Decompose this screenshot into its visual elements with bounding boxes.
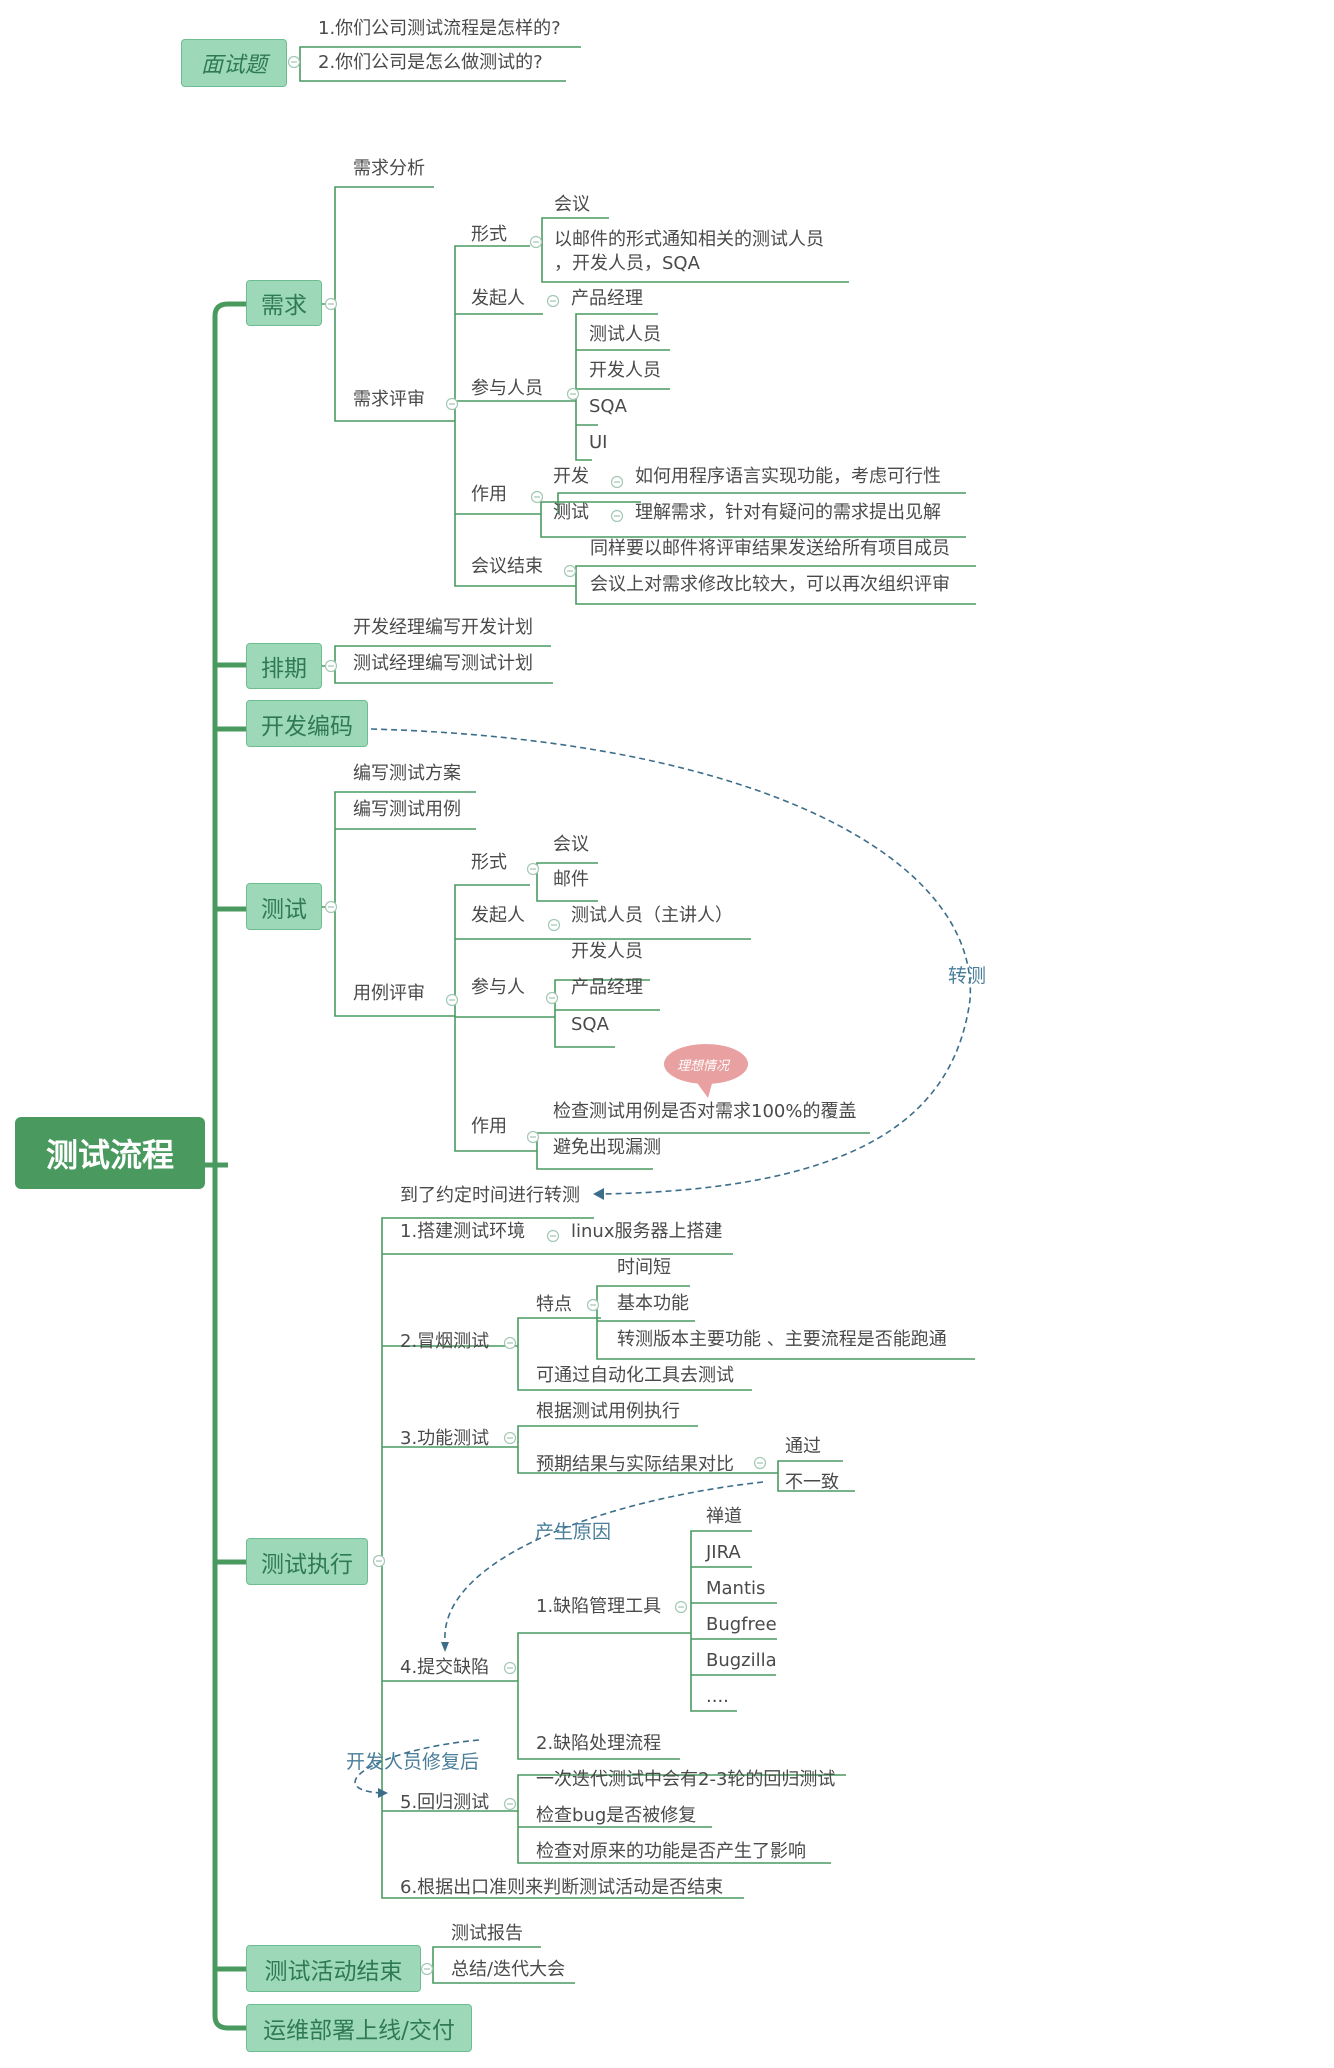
ceshi-form-label[interactable]: 形式 bbox=[471, 852, 507, 873]
branch-yunwei-title: 运维部署上线/交付 bbox=[263, 2018, 455, 2044]
xuqiu-initiator-label[interactable]: 发起人 bbox=[471, 288, 525, 309]
interview-node[interactable]: 面试题 bbox=[181, 39, 287, 87]
ceshi-review[interactable]: 用例评审 bbox=[353, 983, 425, 1004]
zhixing-smoke-trait-1[interactable]: 时间短 bbox=[617, 1257, 671, 1278]
relation-fix-label: 开发人员修复后 bbox=[346, 1751, 480, 1773]
zhixing-exit[interactable]: 6.根据出口准则来判断测试活动是否结束 bbox=[400, 1877, 724, 1898]
zhixing-smoke-label[interactable]: 2.冒烟测试 bbox=[400, 1331, 490, 1352]
zhixing-env-value[interactable]: linux服务器上搭建 bbox=[571, 1221, 723, 1242]
zhixing-func-label[interactable]: 3.功能测试 bbox=[400, 1428, 490, 1449]
zhixing-func-exec[interactable]: 根据测试用例执行 bbox=[536, 1401, 680, 1422]
ceshi-participant-1[interactable]: 开发人员 bbox=[571, 941, 643, 962]
zhixing-tool-4[interactable]: Bugfree bbox=[706, 1614, 777, 1635]
xuqiu-purpose-test-desc[interactable]: 理解需求，针对有疑问的需求提出见解 bbox=[635, 502, 941, 523]
zhixing-func-compare[interactable]: 预期结果与实际结果对比 bbox=[536, 1454, 734, 1475]
xuqiu-purpose-dev-desc[interactable]: 如何用程序语言实现功能，考虑可行性 bbox=[635, 466, 941, 487]
interview-q1[interactable]: 1.你们公司测试流程是怎样的? bbox=[318, 18, 561, 39]
zhixing-env-label[interactable]: 1.搭建测试环境 bbox=[400, 1221, 526, 1242]
xuqiu-end-item-1[interactable]: 同样要以邮件将评审结果发送给所有项目成员 bbox=[590, 538, 950, 559]
zhixing-smoke-trait-2[interactable]: 基本功能 bbox=[617, 1293, 689, 1314]
xuqiu-participant-2[interactable]: 开发人员 bbox=[589, 360, 661, 381]
branch-ceshi[interactable]: 测试 bbox=[246, 883, 322, 930]
paiqi-item-1[interactable]: 开发经理编写开发计划 bbox=[353, 617, 533, 638]
xuqiu-form-email-1[interactable]: 以邮件的形式通知相关的测试人员 bbox=[554, 229, 824, 250]
xuqiu-review[interactable]: 需求评审 bbox=[353, 389, 425, 410]
ceshi-purpose-item-2[interactable]: 避免出现漏测 bbox=[553, 1137, 661, 1158]
ceshi-form-item-2[interactable]: 邮件 bbox=[553, 869, 589, 890]
branch-ceshi-title: 测试 bbox=[261, 896, 307, 923]
zhixing-tool-6[interactable]: .... bbox=[706, 1686, 729, 1707]
branch-xuqiu-title: 需求 bbox=[261, 293, 307, 319]
zhixing-func-pass[interactable]: 通过 bbox=[785, 1436, 821, 1457]
ceshi-purpose-label[interactable]: 作用 bbox=[471, 1116, 507, 1137]
jieshu-item-2[interactable]: 总结/迭代大会 bbox=[451, 1959, 566, 1980]
ceshi-cases[interactable]: 编写测试用例 bbox=[353, 799, 461, 820]
branch-paiqi[interactable]: 排期 bbox=[246, 643, 322, 689]
xuqiu-form-label[interactable]: 形式 bbox=[471, 224, 507, 245]
branch-jieshu[interactable]: 测试活动结束 bbox=[246, 1945, 421, 1992]
xuqiu-participant-3[interactable]: SQA bbox=[589, 396, 627, 417]
xuqiu-purpose-dev[interactable]: 开发 bbox=[553, 466, 589, 487]
zhixing-smoke-trait-3[interactable]: 转测版本主要功能 、主要流程是否能跑通 bbox=[617, 1329, 947, 1350]
ceshi-plan[interactable]: 编写测试方案 bbox=[353, 763, 461, 784]
zhixing-smoke-traits-label[interactable]: 特点 bbox=[536, 1294, 572, 1315]
ceshi-participants-label[interactable]: 参与人 bbox=[471, 977, 525, 998]
interview-q2[interactable]: 2.你们公司是怎么做测试的? bbox=[318, 52, 543, 73]
jieshu-item-1[interactable]: 测试报告 bbox=[451, 1923, 523, 1944]
zhixing-smoke-auto[interactable]: 可通过自动化工具去测试 bbox=[536, 1365, 734, 1386]
xuqiu-participants-label[interactable]: 参与人员 bbox=[471, 378, 543, 399]
ceshi-initiator-value[interactable]: 测试人员（主讲人） bbox=[571, 905, 733, 926]
relation-cause-label: 产生原因 bbox=[535, 1521, 612, 1543]
xuqiu-analysis[interactable]: 需求分析 bbox=[353, 158, 425, 179]
ideal-case-callout: 理想情况 bbox=[677, 1059, 730, 1074]
root-node[interactable]: 测试流程 bbox=[15, 1117, 205, 1189]
xuqiu-end-item-2[interactable]: 会议上对需求修改比较大，可以再次组织评审 bbox=[590, 574, 950, 595]
xuqiu-end-label[interactable]: 会议结束 bbox=[471, 556, 543, 577]
root-title: 测试流程 bbox=[45, 1136, 174, 1174]
branch-zhixing-title: 测试执行 bbox=[261, 1551, 353, 1578]
branch-yunwei[interactable]: 运维部署上线/交付 bbox=[246, 2004, 472, 2052]
ceshi-form-item-1[interactable]: 会议 bbox=[553, 834, 589, 855]
ceshi-purpose-item-1[interactable]: 检查测试用例是否对需求100%的覆盖 bbox=[553, 1101, 857, 1122]
interview-title: 面试题 bbox=[200, 53, 267, 78]
xuqiu-purpose-test[interactable]: 测试 bbox=[553, 502, 589, 523]
zhixing-defect-label[interactable]: 4.提交缺陷 bbox=[400, 1657, 490, 1678]
zhixing-tool-2[interactable]: JIRA bbox=[706, 1542, 741, 1563]
branch-kaifa-title: 开发编码 bbox=[261, 713, 353, 740]
ceshi-participant-2[interactable]: 产品经理 bbox=[571, 977, 643, 998]
zhixing-tool-5[interactable]: Bugzilla bbox=[706, 1650, 777, 1671]
zhixing-func-fail[interactable]: 不一致 bbox=[785, 1472, 839, 1493]
ceshi-initiator-label[interactable]: 发起人 bbox=[471, 905, 525, 926]
zhixing-regression-item-2[interactable]: 检查bug是否被修复 bbox=[536, 1805, 697, 1826]
zhixing-regression-item-1[interactable]: 一次迭代测试中会有2-3轮的回归测试 bbox=[536, 1769, 836, 1790]
xuqiu-form-email-2[interactable]: ，开发人员，SQA bbox=[554, 253, 700, 274]
zhixing-regression-label[interactable]: 5.回归测试 bbox=[400, 1792, 490, 1813]
branch-kaifa[interactable]: 开发编码 bbox=[246, 700, 368, 747]
branch-zhixing[interactable]: 测试执行 bbox=[246, 1538, 368, 1585]
zhixing-tool-3[interactable]: Mantis bbox=[706, 1578, 766, 1599]
branch-xuqiu[interactable]: 需求 bbox=[246, 280, 322, 326]
zhixing-defect-tools-label[interactable]: 1.缺陷管理工具 bbox=[536, 1596, 662, 1617]
relation-transfer-label: 转测 bbox=[948, 965, 987, 987]
zhixing-tool-1[interactable]: 禅道 bbox=[706, 1506, 742, 1527]
xuqiu-initiator-value[interactable]: 产品经理 bbox=[571, 288, 643, 309]
branch-paiqi-title: 排期 bbox=[261, 656, 307, 682]
xuqiu-participant-4[interactable]: UI bbox=[589, 432, 608, 453]
ceshi-participant-3[interactable]: SQA bbox=[571, 1014, 609, 1035]
zhixing-regression-item-3[interactable]: 检查对原来的功能是否产生了影响 bbox=[536, 1841, 806, 1862]
zhixing-transfer[interactable]: 到了约定时间进行转测 bbox=[400, 1185, 580, 1206]
xuqiu-participant-1[interactable]: 测试人员 bbox=[589, 324, 661, 345]
paiqi-item-2[interactable]: 测试经理编写测试计划 bbox=[353, 653, 533, 674]
zhixing-defect-process[interactable]: 2.缺陷处理流程 bbox=[536, 1733, 662, 1754]
xuqiu-purpose-label[interactable]: 作用 bbox=[471, 484, 507, 505]
xuqiu-form-meeting[interactable]: 会议 bbox=[554, 194, 590, 215]
branch-jieshu-title: 测试活动结束 bbox=[264, 1958, 403, 1985]
